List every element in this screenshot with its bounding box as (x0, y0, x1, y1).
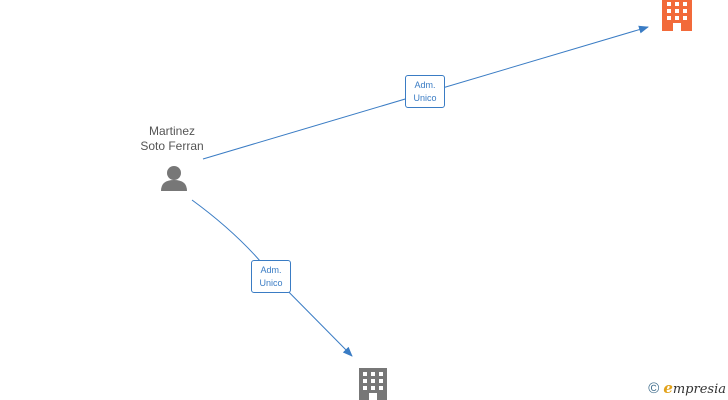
person-name-line1: Martinez (148, 124, 195, 138)
building-icon[interactable] (662, 0, 692, 31)
edge-label-top: Adm. Unico (405, 75, 445, 108)
edge-label-bottom: Adm. Unico (251, 260, 291, 293)
person-icon[interactable] (161, 166, 187, 191)
brand-logo: empresia (663, 379, 726, 397)
building-icon[interactable] (359, 368, 387, 400)
edge-label-line1: Adm. (414, 80, 436, 90)
copyright-icon: © (648, 379, 660, 397)
edge-label-line1: Adm. (260, 265, 282, 275)
brand-rest: mpresia (672, 382, 726, 397)
watermark: © empresia (648, 379, 726, 397)
edge-label-line2: Unico (259, 278, 283, 288)
person-name[interactable]: Martinez Soto Ferran (122, 124, 222, 154)
brand-initial: e (663, 379, 673, 397)
person-name-line2: Soto Ferran (140, 139, 204, 153)
edge-label-line2: Unico (413, 93, 437, 103)
